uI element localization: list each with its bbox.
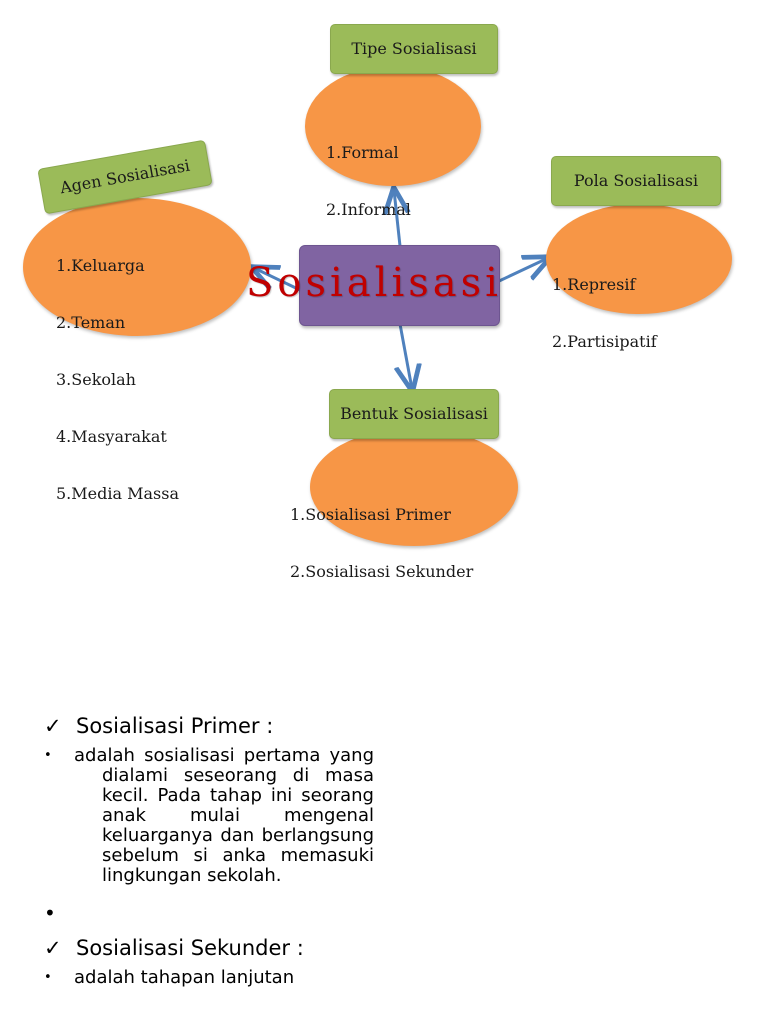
- paragraph-primer: • adalah sosialisasi pertama yang dialam…: [44, 746, 374, 886]
- check-icon: ✓: [44, 936, 62, 960]
- bentuk-item: 1.Sosialisasi Primer: [290, 505, 451, 524]
- pola-item: 2.Partisipatif: [552, 332, 657, 351]
- pola-oval: [546, 204, 732, 314]
- agen-items: 1.Keluarga 2.Teman 3.Sekolah 4.Masyaraka…: [56, 218, 179, 541]
- check-icon: ✓: [44, 714, 62, 738]
- pola-tag: Pola Sosialisasi: [551, 156, 721, 206]
- center-title: Sosialisasi: [246, 260, 502, 306]
- heading-text: Sosialisasi Sekunder :: [76, 936, 304, 960]
- agen-item: 4.Masyarakat: [56, 427, 167, 446]
- agen-item: 2.Teman: [56, 313, 126, 332]
- paragraph-text: adalah sosialisasi pertama yang dialami …: [74, 745, 374, 886]
- tipe-tag: Tipe Sosialisasi: [330, 24, 498, 74]
- arrow-to-tipe: [394, 190, 400, 247]
- tipe-item: 1.Formal: [326, 143, 399, 162]
- paragraph-sekunder: • adalah tahapan lanjutan: [44, 968, 374, 988]
- tipe-oval: [305, 66, 481, 186]
- arrow-to-agen: [254, 268, 301, 292]
- bullet-icon: •: [44, 748, 52, 763]
- mind-map: 1.Formal 2.Informal Tipe Sosialisasi 1.K…: [0, 0, 768, 600]
- pola-items: 1.Represif 2.Partisipatif: [552, 237, 657, 389]
- empty-bullet-icon: •: [44, 901, 56, 925]
- bentuk-tag: Bentuk Sosialisasi: [329, 389, 499, 439]
- connector-arrows: [0, 0, 768, 600]
- section-heading-sekunder: ✓ Sosialisasi Sekunder :: [44, 934, 374, 962]
- bentuk-oval: [310, 428, 518, 546]
- paragraph-text: adalah tahapan lanjutan: [74, 967, 295, 988]
- bentuk-item: 2.Sosialisasi Sekunder: [290, 562, 474, 581]
- bullet-icon: •: [44, 970, 52, 985]
- center-box: [299, 245, 500, 326]
- tipe-items: 1.Formal 2.Informal: [326, 105, 411, 257]
- agen-item: 3.Sekolah: [56, 370, 136, 389]
- section-heading-primer: ✓ Sosialisasi Primer :: [44, 712, 374, 740]
- arrow-to-pola: [496, 258, 548, 284]
- notes-section: ✓ Sosialisasi Primer : • adalah sosialis…: [44, 712, 374, 988]
- agen-oval: [23, 198, 251, 336]
- heading-text: Sosialisasi Primer :: [76, 714, 274, 738]
- agen-item: 5.Media Massa: [56, 484, 179, 503]
- bentuk-items: 1.Sosialisasi Primer 2.Sosialisasi Sekun…: [290, 467, 473, 619]
- pola-item: 1.Represif: [552, 275, 636, 294]
- arrow-to-bentuk: [400, 323, 412, 389]
- tipe-item: 2.Informal: [326, 200, 411, 219]
- agen-item: 1.Keluarga: [56, 256, 145, 275]
